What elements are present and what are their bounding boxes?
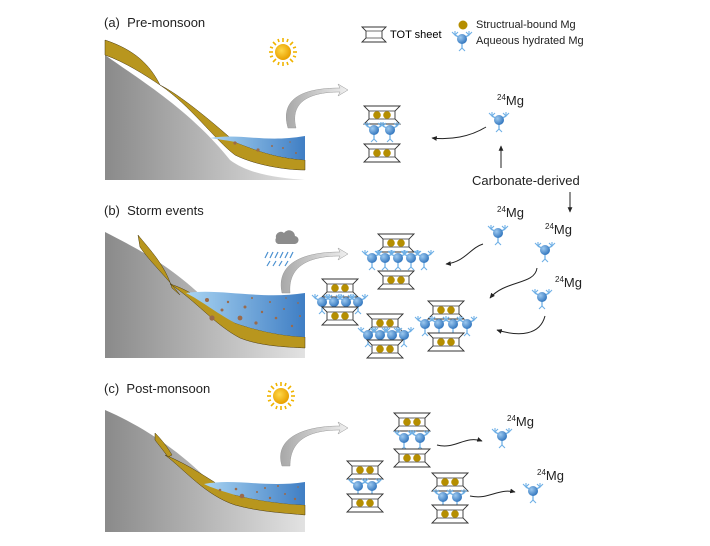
- legend-structural-mg-icon: [458, 20, 468, 30]
- sun-icon: [266, 381, 296, 411]
- clay-stack-c2: [346, 460, 384, 513]
- isotope-label: 24Mg: [555, 275, 582, 290]
- clay-stack-c3: [431, 472, 469, 524]
- panel-a-tag: (a): [104, 15, 120, 30]
- panel-b-landscape: [105, 230, 349, 358]
- hydrated-mg-icon: [488, 111, 510, 133]
- isotope-label: 24Mg: [545, 222, 572, 237]
- transport-arrow: [286, 83, 349, 129]
- legend-aqueous-mg-label: Aqueous hydrated Mg: [476, 35, 584, 47]
- clay-stack-a: [363, 105, 401, 163]
- panel-c-title: (c) Post-monsoon: [104, 381, 210, 396]
- river-water: [210, 136, 305, 160]
- panel-b-tag: (b): [104, 203, 120, 218]
- bedrock-slope: [105, 55, 305, 180]
- carbonate-derived-label: Carbonate-derived: [472, 173, 580, 188]
- clay-stack-b3: [357, 313, 415, 359]
- isotope-label: 24Mg: [497, 205, 524, 220]
- panel-c-title-text: Post-monsoon: [126, 381, 211, 396]
- legend-aqueous-mg-icon: [451, 30, 473, 52]
- clay-stack-b4: [414, 300, 478, 352]
- legend-structural-mg-label: Structrual-bound Mg: [476, 19, 576, 31]
- isotope-label: 24Mg: [537, 468, 564, 483]
- panel-b-title: (b) Storm events: [104, 203, 204, 218]
- clay-stack-b1: [361, 233, 435, 290]
- transport-arrow: [280, 247, 349, 294]
- clay-stack-b2: [311, 278, 369, 326]
- isotope-label: 24Mg: [507, 414, 534, 429]
- panel-b-title-text: Storm events: [127, 203, 204, 218]
- panel-a-title: (a) Pre-monsoon: [104, 15, 205, 30]
- panel-c-landscape: [105, 381, 349, 532]
- sun-icon: [268, 37, 298, 67]
- soil-layer: [104, 39, 306, 171]
- panel-c-tag: (c): [104, 381, 120, 396]
- rain-cloud-icon: [264, 230, 299, 267]
- transport-arrow: [280, 421, 349, 467]
- isotope-label: 24Mg: [497, 93, 524, 108]
- adsorption-arrow: [431, 126, 487, 141]
- panel-a-title-text: Pre-monsoon: [127, 15, 206, 30]
- panel-a-landscape: [104, 37, 349, 180]
- sediment-particles: [233, 141, 297, 154]
- legend-tot-sheet-label: TOT sheet: [390, 29, 442, 41]
- clay-stack-c1: [393, 412, 431, 468]
- legend-tot-sheet-icon: [360, 26, 388, 43]
